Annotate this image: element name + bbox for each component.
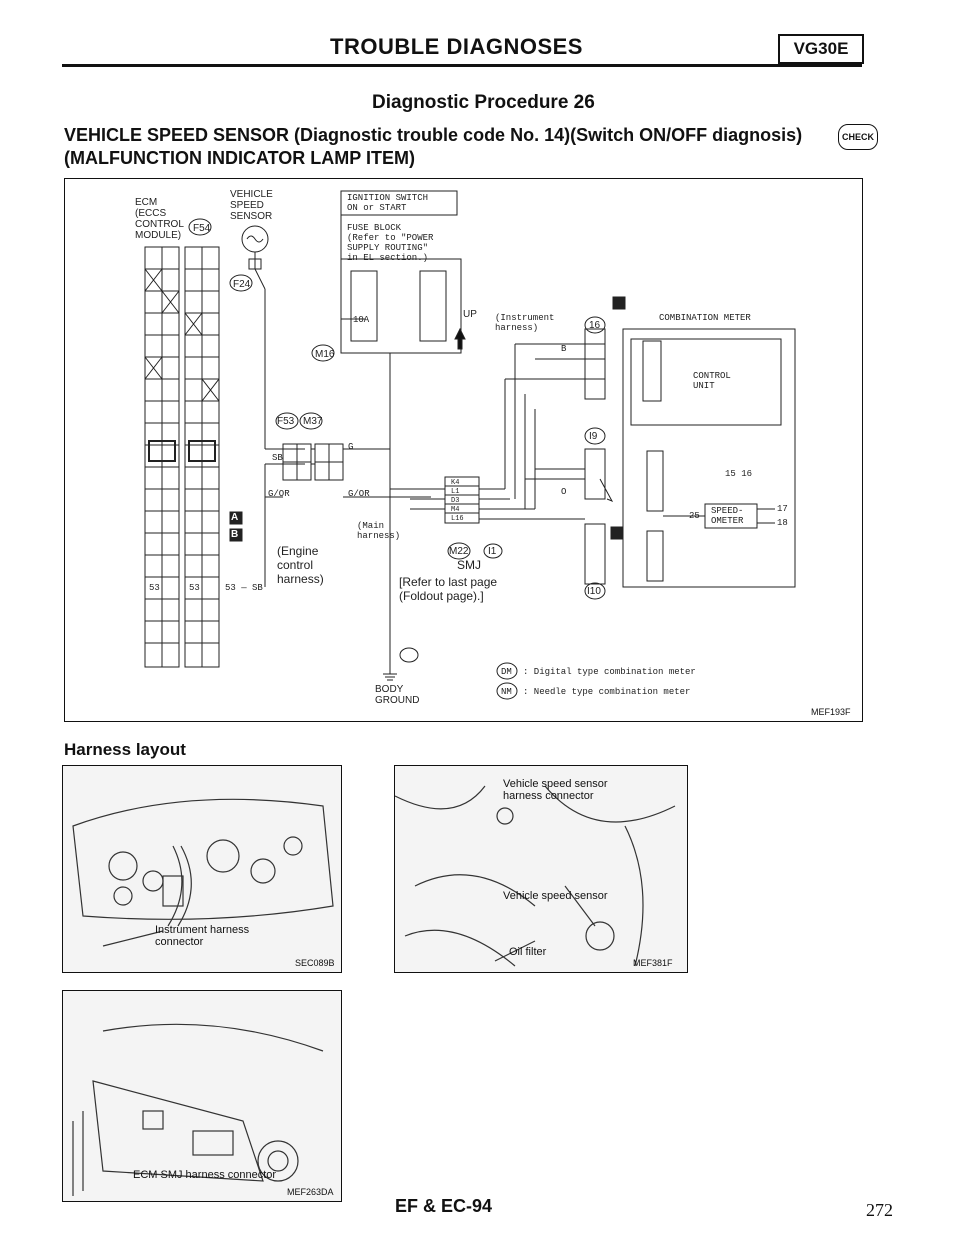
pin-17-label: 17: [777, 504, 788, 514]
wire-53-sb-label: 53 — SB: [225, 583, 263, 593]
ecm-pin-marker-right: [188, 440, 216, 462]
connector-f54-label: F54: [193, 223, 211, 234]
connector-m37-label: M37: [303, 416, 323, 427]
harness-layout-heading: Harness layout: [64, 740, 186, 759]
marker-b-box-top: [612, 296, 626, 310]
instrument-panel-sketch: [72, 798, 334, 947]
header-rule: [62, 64, 862, 67]
ecm-smj-caption: ECM SMJ harness connector: [133, 1169, 277, 1181]
marker-a-box: [229, 511, 243, 525]
refer-last-page-note: [Refer to last page(Foldout page).]: [399, 575, 498, 603]
ecm-pin-grid: [144, 247, 220, 667]
smj-label: SMJ: [457, 558, 481, 572]
wire-label-g: G: [348, 442, 354, 452]
connector-m22-label: M22: [449, 546, 469, 557]
engine-bay-sketch: [395, 785, 676, 967]
oil-filter-caption: Oil filter: [509, 946, 547, 958]
wire-label-b: B: [561, 344, 567, 354]
combination-meter-box: [622, 328, 796, 588]
fuse-block-label: FUSE BLOCK(Refer to "POWER SUPPLY ROUTIN…: [347, 223, 434, 263]
smj-connector: [444, 476, 480, 524]
connector-i1-label: I1: [488, 546, 497, 557]
connector-i9-label: I9: [589, 431, 598, 442]
combination-meter-label: COMBINATION METER: [659, 313, 751, 323]
page-number: 272: [866, 1200, 893, 1220]
ecm-smj-photo: ECM SMJ harness connector MEF263DA: [62, 990, 342, 1202]
diagram-ref-code: MEF193F: [811, 707, 851, 717]
legend-nm-code: NM: [501, 687, 512, 697]
vss-photo-code: MEF381F: [633, 958, 673, 968]
ecm-pin-marker-left: [148, 440, 176, 462]
ecm-photo-code: MEF263DA: [287, 1187, 334, 1197]
up-label: UP: [463, 309, 477, 320]
connector-f53-label: F53: [277, 416, 295, 427]
ignition-switch-box: [340, 190, 458, 216]
vss-caption: Vehicle speed sensor: [503, 890, 608, 902]
legend-dm-text: : Digital type combination meter: [523, 667, 696, 677]
check-icon: CHECK: [838, 124, 878, 150]
connector-i10: [584, 523, 606, 585]
control-unit-box: [630, 338, 782, 426]
wire-label-gor: G/OR: [268, 489, 290, 499]
pin-53-right-label: 53: [189, 583, 200, 593]
arrow-to-meter: [599, 478, 614, 502]
marker-b-box: [229, 528, 243, 542]
instrument-photo-code: SEC089B: [295, 958, 335, 968]
marker-a-label: A: [231, 512, 239, 523]
legend-nm-text: : Needle type combination meter: [523, 687, 691, 697]
pin-18-label: 18: [777, 518, 788, 528]
connector-f24-label: F24: [233, 279, 251, 290]
procedure-subtitle-line1: VEHICLE SPEED SENSOR (Diagnostic trouble…: [64, 125, 803, 145]
marker-b-label: B: [231, 529, 239, 540]
combination-meter-connector-top: [642, 340, 662, 402]
speedometer-label: SPEED-OMETER: [711, 506, 744, 526]
procedure-title: Diagnostic Procedure 26: [372, 92, 595, 113]
engine-badge: VG30E: [778, 34, 864, 64]
section-footer: EF & EC-94: [395, 1196, 493, 1216]
connector-m16-label: M16: [315, 349, 335, 360]
speed-sensor-wave: [246, 235, 264, 243]
connector-instrument-16: [584, 328, 606, 400]
wiring-diagram-drawing: [144, 190, 796, 700]
wire-label-o: O: [561, 487, 567, 497]
wire-label-sb: SB: [272, 453, 283, 463]
connector-16-label: 16: [589, 320, 601, 331]
connector-i9: [584, 448, 606, 500]
pin-25-label: 25: [689, 511, 700, 521]
procedure-subtitle-line2: (MALFUNCTION INDICATOR LAMP ITEM): [64, 148, 415, 168]
ecm-sketch: [72, 1023, 324, 1196]
pins-15-16-label: 15 16: [725, 469, 753, 479]
section-title: TROUBLE DIAGNOSES: [330, 34, 583, 59]
fuse-amp-label: 10A: [353, 315, 370, 325]
wire-label-gor-2: G/OR: [348, 489, 370, 499]
pin-53-left-label: 53: [149, 583, 160, 593]
marker-b-box-lower: [610, 526, 624, 540]
connector-i10-label: I10: [587, 586, 601, 597]
up-arrow-icon: [454, 327, 466, 350]
legend-dm-code: DM: [501, 667, 512, 677]
fuse-block-box: [340, 258, 462, 354]
